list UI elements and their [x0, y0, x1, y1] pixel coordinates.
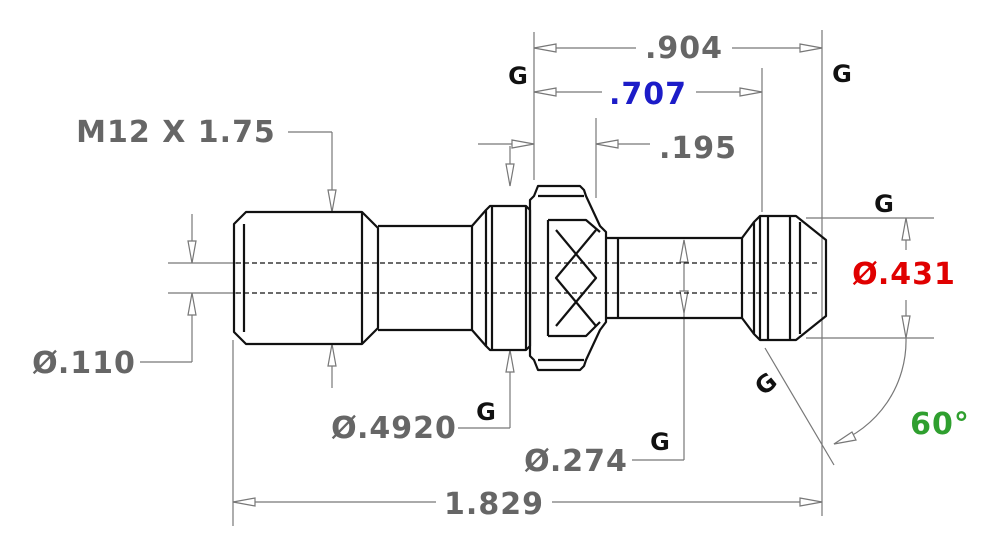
dimension-lines [140, 43, 911, 507]
dim-flange-offset: .195 [659, 131, 737, 166]
first-neck [378, 209, 487, 347]
dim-thread: M12 X 1.75 [76, 115, 276, 150]
gauge-mark: G [650, 428, 670, 456]
dim-head-dia: Ø.431 [852, 257, 956, 292]
dim-overall-length: .904 [645, 31, 723, 66]
gauge-mark: G [508, 62, 528, 90]
flange [528, 184, 608, 372]
threaded-section [232, 210, 380, 346]
gauge-mark: G [874, 190, 894, 218]
dim-chamfer-angle: 60° [910, 407, 970, 442]
gauge-mark: G [749, 367, 782, 401]
head [752, 214, 828, 342]
gauge-mark: G [476, 398, 496, 426]
dim-collar-dia: Ø.4920 [331, 411, 457, 446]
dim-total-length: 1.829 [444, 487, 544, 522]
dim-bore-dia: Ø.110 [32, 346, 136, 381]
neck [606, 221, 755, 335]
dim-neck-dia: Ø.274 [524, 444, 628, 479]
dimension-labels: .904 .707 .195 M12 X 1.75 Ø.110 Ø.4920 Ø… [32, 31, 970, 522]
gauge-mark: G [832, 60, 852, 88]
dim-gauge-length: .707 [609, 77, 687, 112]
part-outline [232, 184, 828, 372]
